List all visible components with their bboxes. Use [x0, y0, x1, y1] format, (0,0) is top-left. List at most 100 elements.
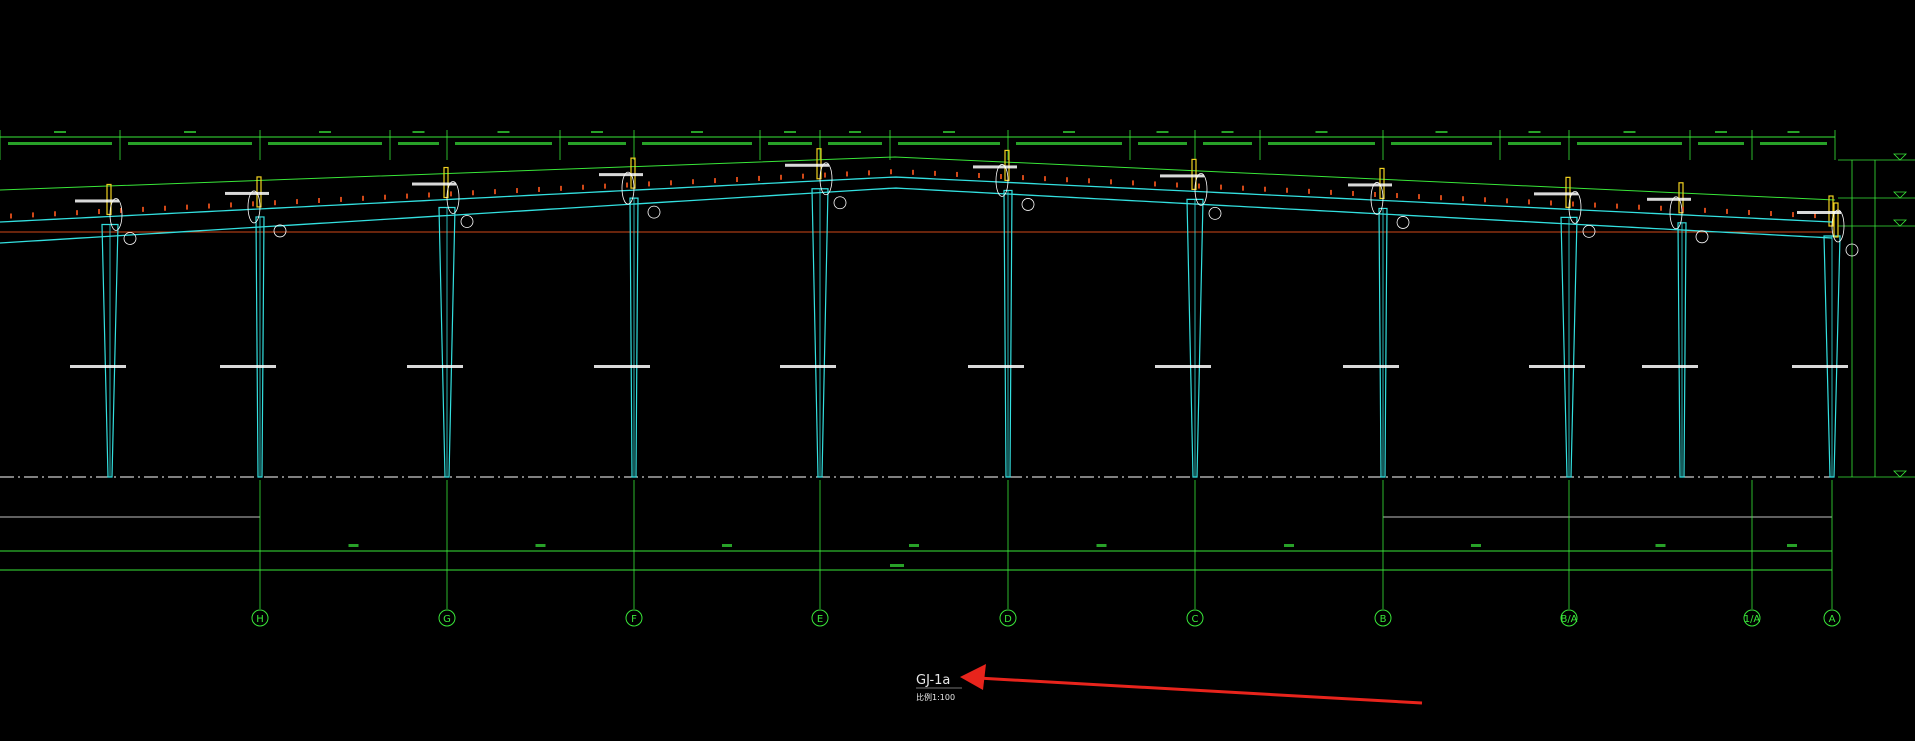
top-dimension-text-mark — [398, 142, 439, 145]
bottom-dimension-value-mark — [909, 544, 919, 547]
grid-axis-bubble — [251, 609, 269, 627]
beam-size-label — [599, 173, 643, 177]
joint-marker — [109, 198, 123, 231]
purlin-marker — [1176, 182, 1178, 188]
grid-axis-label: G — [443, 614, 451, 625]
purlin-marker — [1352, 190, 1354, 196]
grid-axis-bubble — [625, 609, 643, 627]
purlin-marker — [890, 169, 892, 175]
top-dimension-value-mark — [184, 131, 196, 133]
column-outline — [1378, 207, 1388, 478]
top-dimension-text-mark — [768, 142, 812, 145]
top-dimension-value-mark — [691, 131, 703, 133]
top-dimension-text-mark — [642, 142, 752, 145]
purlin-marker — [1550, 200, 1552, 206]
purlin-marker — [582, 184, 584, 190]
purlin-marker — [1594, 202, 1596, 208]
top-dimension-value-mark — [497, 131, 510, 133]
grid-axis-label: E — [817, 614, 823, 625]
joint-marker — [1194, 173, 1208, 206]
purlin-marker — [1484, 197, 1486, 203]
column-size-label — [1529, 365, 1585, 368]
purlin-marker — [868, 170, 870, 176]
elevation-marker — [1893, 153, 1907, 161]
top-dimension-value-mark — [319, 131, 331, 133]
purlin-marker — [846, 171, 848, 177]
top-dimension-text-mark — [1760, 142, 1827, 145]
purlin-marker — [912, 169, 914, 175]
purlin-marker — [1374, 192, 1376, 198]
purlin-marker — [538, 186, 540, 192]
bottom-dimension-value-mark — [348, 544, 359, 547]
beam-size-label — [1797, 211, 1841, 214]
purlin-marker — [120, 207, 122, 213]
top-dimension-text-mark — [1203, 142, 1252, 145]
purlin-marker — [384, 194, 386, 200]
column-size-label — [407, 365, 463, 368]
grid-axis-label: A — [1829, 614, 1836, 625]
purlin-marker — [736, 176, 738, 182]
top-dimension-text-mark — [1016, 142, 1122, 145]
column-size-label — [1792, 365, 1848, 368]
top-dimension-value-mark — [1221, 131, 1234, 133]
top-dimension-value-mark — [1156, 131, 1169, 133]
grid-axis-label: B — [1380, 614, 1387, 625]
purlin-marker — [1572, 201, 1574, 207]
column-outline — [1186, 198, 1204, 478]
top-dimension-text-mark — [1698, 142, 1744, 145]
purlin-marker — [1462, 196, 1464, 202]
top-dimension-value-mark — [412, 131, 425, 133]
grid-axis-label: C — [1192, 614, 1199, 625]
top-dimension-value-mark — [1315, 131, 1328, 133]
purlin-marker — [1044, 176, 1046, 182]
column-outline — [255, 216, 265, 478]
purlin-marker — [10, 213, 12, 219]
grid-axis-bubble — [1560, 609, 1578, 627]
column-size-label — [220, 365, 276, 368]
beam-size-label — [225, 191, 269, 195]
purlin-marker — [626, 182, 628, 188]
column-size-label — [780, 365, 836, 368]
purlin-marker — [604, 183, 606, 189]
top-dimension-value-mark — [1435, 131, 1448, 133]
grid-axis-bubble — [999, 609, 1017, 627]
column-outline — [1560, 216, 1578, 478]
joint-marker — [446, 181, 460, 214]
column-size-label — [968, 365, 1024, 368]
purlin-marker — [956, 171, 958, 177]
purlin-marker — [692, 179, 694, 185]
purlin-marker — [362, 195, 364, 201]
purlin-marker — [1792, 212, 1794, 218]
grid-axis-bubble — [1186, 609, 1204, 627]
purlin-marker — [208, 203, 210, 209]
purlin-marker — [186, 204, 188, 210]
member-tag-circle — [833, 196, 847, 210]
purlin-marker — [516, 188, 518, 194]
member-tag-circle — [273, 224, 287, 238]
purlin-marker — [1748, 209, 1750, 215]
rafter-top-flange — [0, 176, 1833, 223]
purlin-marker — [714, 178, 716, 184]
purlin-marker — [1396, 193, 1398, 199]
joint-marker — [1370, 182, 1384, 215]
purlin-marker — [1682, 206, 1684, 212]
column-outline — [629, 197, 639, 478]
grid-axis-label: H — [256, 614, 264, 625]
purlin-marker — [1308, 188, 1310, 194]
purlin-marker — [406, 193, 408, 199]
top-dimension-value-mark — [1715, 131, 1727, 133]
rafter-bottom-flange — [0, 187, 1833, 244]
end-plate — [1833, 202, 1839, 238]
grid-axis-bubble — [1743, 609, 1761, 627]
overall-dimension-value-mark — [890, 564, 904, 567]
member-tag-circle — [647, 205, 661, 219]
member-tag-circle — [1845, 243, 1859, 257]
purlin-marker — [1528, 199, 1530, 205]
purlin-marker — [1660, 205, 1662, 211]
purlin-marker — [494, 189, 496, 195]
purlin-marker — [934, 170, 936, 176]
purlin-marker — [450, 191, 452, 197]
